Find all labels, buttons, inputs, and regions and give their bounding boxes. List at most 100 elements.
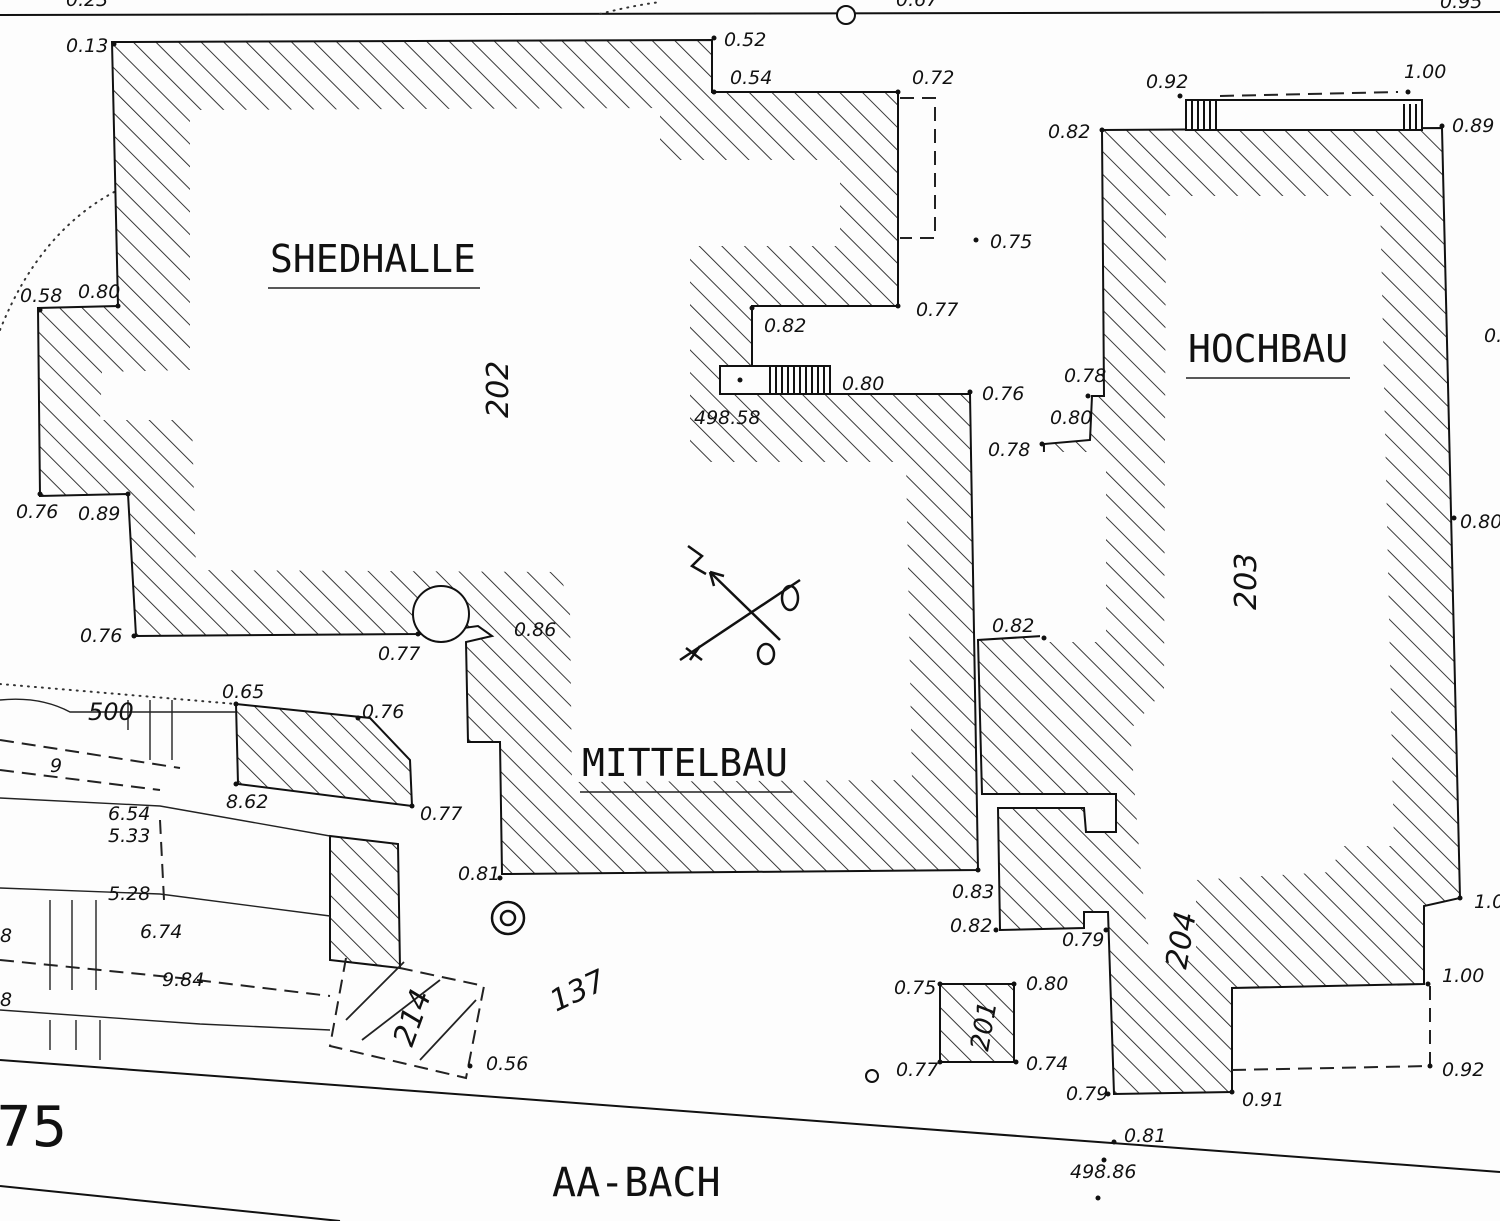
elevation-label: 0.77 (916, 299, 958, 321)
elevation-label: 0.80 (1460, 511, 1500, 533)
river-label: AA-BACH (552, 1160, 721, 1206)
elevation-label: 0.92 (1442, 1059, 1484, 1081)
elevation-label: 0.79 (1062, 929, 1104, 951)
elevation-label: 0.23 (66, 0, 108, 11)
road-line-5 (0, 887, 331, 917)
elevation-label: 0.76 (80, 625, 122, 647)
elevation-label: 0.82 (1048, 121, 1090, 143)
elevation-label: 0.76 (16, 501, 58, 523)
elevation-label: 0.81 (458, 863, 500, 885)
elevation-label: 0.74 (1026, 1053, 1068, 1075)
round-structure (412, 585, 470, 643)
elevation-label: 6.74 (140, 921, 182, 943)
survey-point-small (865, 1069, 879, 1083)
dotted-line-top (599, 1, 661, 15)
elevation-label: 0.52 (724, 29, 766, 51)
elevation-label: 5.28 (108, 883, 150, 905)
dashed-annex-shedhalle (900, 97, 936, 239)
elevation-label: 498.86 (1070, 1161, 1136, 1183)
elevation-label: 0.82 (764, 315, 806, 337)
road-line-7 (0, 1009, 331, 1031)
elevation-label: 8 (0, 989, 12, 1011)
elevation-label: 0.80 (1050, 407, 1092, 429)
elevation-label: 0.92 (1146, 71, 1188, 93)
river-bank-upper (0, 1059, 1500, 1173)
canopy-hatch (1191, 100, 1417, 130)
elevation-label: 0.54 (730, 67, 772, 89)
elevation-label: 0. (1484, 325, 1500, 347)
elevation-label: 0.81 (1124, 1125, 1166, 1147)
elevation-label: 0.89 (78, 503, 120, 525)
survey-marker-top (836, 5, 856, 25)
elevation-label: 0.75 (990, 231, 1032, 253)
elevation-label: 0.91 (1242, 1089, 1284, 1111)
elevation-label: 0.65 (222, 681, 264, 703)
parcel-number-202: 202 (481, 361, 516, 418)
elevation-label: 8 (0, 925, 12, 947)
elevation-label: 0.80 (78, 281, 120, 303)
elevation-label: 0.77 (420, 803, 462, 825)
elevation-label: 0.80 (842, 373, 884, 395)
parcel-number-203: 203 (1229, 553, 1264, 610)
elevation-label: 0.79 (1066, 1083, 1108, 1105)
survey-points (37, 35, 1463, 1201)
elevation-label: 0.76 (982, 383, 1024, 405)
elevation-label: 9 (50, 755, 62, 777)
elevation-label: 0.89 (1452, 115, 1494, 137)
hochbau-interior (1130, 196, 1394, 962)
river-bank-lower (0, 1185, 341, 1221)
elevation-label: 8.62 (226, 791, 268, 813)
elevation-label: 0.82 (950, 915, 992, 937)
elevation-label: 1.00 (1404, 61, 1446, 83)
road-line-1 (0, 698, 236, 713)
road-vert (159, 819, 165, 901)
parcel-number-75: 75 (0, 1095, 67, 1160)
elevation-label: 0.72 (912, 67, 954, 89)
dotted-road-edge (0, 683, 237, 705)
north-arrow-icon (679, 544, 801, 666)
building-label-hochbau: HOCHBAU (1188, 327, 1348, 371)
elevation-label: 500 (88, 698, 134, 726)
building-label-shedhalle: SHEDHALLE (270, 237, 476, 281)
building-label-mittelbau: MITTELBAU (582, 741, 788, 785)
elevation-label: 0.75 (894, 977, 936, 999)
parcel-number-214: 214 (387, 985, 439, 1051)
elevation-label: 1.00 (1442, 965, 1484, 987)
hochbau-canopy (1185, 99, 1423, 131)
road-line-4 (0, 797, 331, 837)
hochbau-bottom-dashed (1231, 986, 1431, 1071)
elevation-label: 0.77 (896, 1059, 938, 1081)
elevation-label: 0.83 (952, 881, 994, 903)
road-line-6 (0, 959, 331, 997)
canopy-dashed-edge (1219, 91, 1399, 97)
elevation-label: 498.58 (694, 407, 760, 429)
annex-block-left (329, 834, 402, 970)
elevation-label: 0.80 (1026, 973, 1068, 995)
elevation-label: 1.0 (1474, 891, 1500, 913)
elevation-label: 0.82 (992, 615, 1034, 637)
elevation-label: 0.67 (896, 0, 938, 11)
elevation-label: 5.33 (108, 825, 150, 847)
dotted-arc-left (0, 189, 119, 331)
ticks-b (127, 700, 173, 760)
elevation-label: 0.78 (988, 439, 1030, 461)
elevation-label: 0.95 (1440, 0, 1482, 13)
elevation-label: 0.13 (66, 35, 108, 57)
elevation-label: 0.77 (378, 643, 420, 665)
elevation-label: 9.84 (162, 969, 204, 991)
elevation-label: 0.58 (20, 285, 62, 307)
manhole-marker-inner (499, 909, 517, 927)
ticks-a (49, 900, 101, 1060)
elevation-label: 0.56 (486, 1053, 528, 1075)
elevation-label: 6.54 (108, 803, 150, 825)
building-201 (939, 983, 1015, 1063)
elevation-label: 0.86 (514, 619, 556, 641)
road-line-3 (0, 769, 161, 791)
road-line-2 (0, 739, 181, 769)
parcel-boundary-top (0, 11, 1500, 16)
manhole-marker (490, 900, 526, 936)
elevation-label: 0.78 (1064, 365, 1106, 387)
parcel-214-outline (328, 957, 486, 1080)
